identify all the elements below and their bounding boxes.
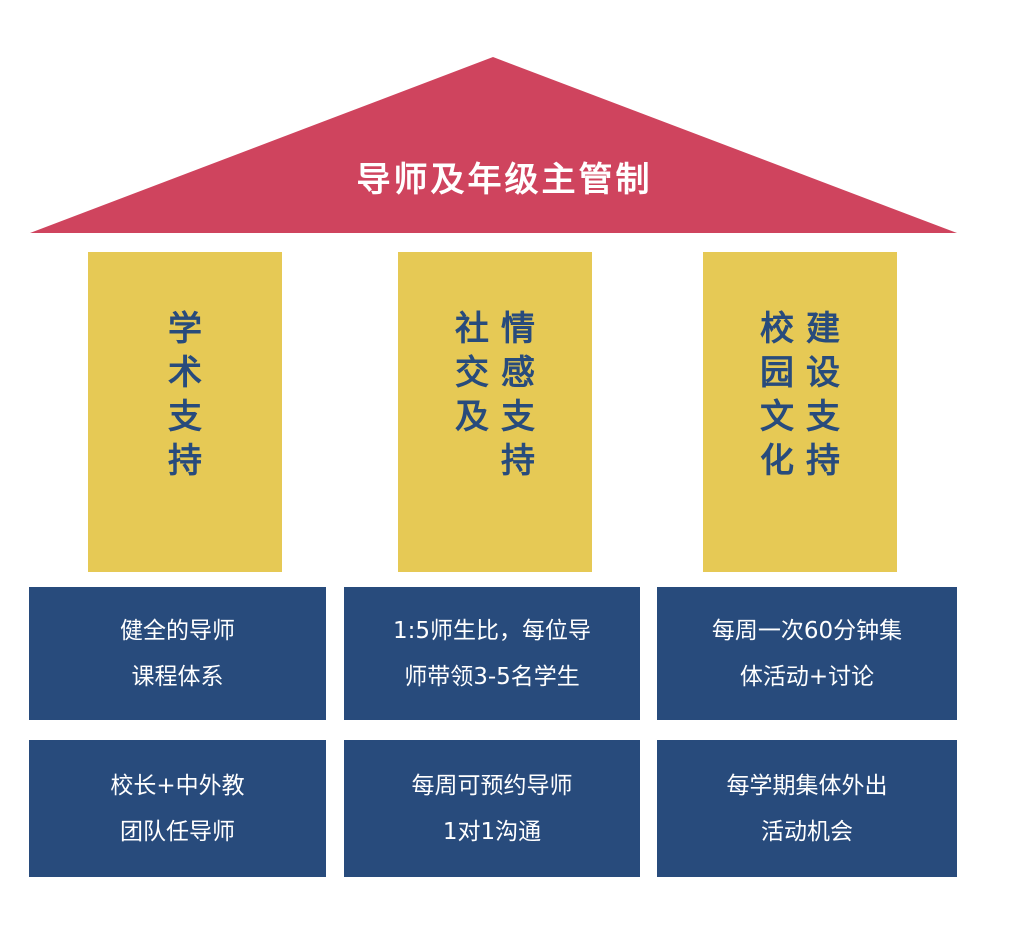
box-line: 1:5师生比，每位导 [392, 617, 591, 644]
pillar-char: 文 [760, 397, 794, 437]
box-line: 校长+中外教 [110, 772, 245, 799]
pillar-column: 建 设 支 持 [806, 307, 840, 483]
pillar-char: 设 [806, 353, 840, 393]
pillar-char: 持 [501, 441, 535, 481]
box-line: 每周可预约导师 [411, 772, 573, 799]
pillar-char: 园 [760, 353, 794, 393]
pillar-social-emotional-support: 社 交 及 情 感 支 持 [398, 252, 592, 572]
roof-title: 导师及年级主管制 [356, 160, 653, 200]
pillar-char: 感 [501, 353, 535, 393]
pillar-label: 校 园 文 化 建 设 支 持 [760, 307, 840, 483]
pillar-academic-support: 学 术 支 持 [88, 252, 282, 572]
box-line: 每周一次60分钟集 [711, 617, 903, 644]
box-line: 每学期集体外出 [726, 772, 888, 799]
box-line: 师带领3-5名学生 [404, 663, 580, 690]
roof [30, 57, 957, 233]
pillar-char: 术 [168, 353, 202, 393]
pillar-label: 社 交 及 情 感 支 持 [455, 307, 535, 483]
pillar-column: 情 感 支 持 [501, 307, 535, 483]
pillar-column: 学 术 支 持 [168, 307, 202, 483]
pillar-char: 社 [455, 309, 489, 349]
foundation-box-outings: 每学期集体外出 活动机会 [657, 740, 957, 877]
pillar-char: 校 [760, 309, 794, 349]
pillar-char: 持 [168, 441, 202, 481]
pillar-char: 建 [806, 309, 840, 349]
foundation-box-weekly-activity: 每周一次60分钟集 体活动+讨论 [657, 587, 957, 720]
pillar-char: 支 [501, 397, 535, 437]
box-line: 1对1沟通 [442, 818, 542, 845]
foundation-box-tutor-curriculum: 健全的导师 课程体系 [29, 587, 326, 720]
box-line: 团队任导师 [120, 818, 235, 845]
box-line: 健全的导师 [120, 617, 235, 644]
pillar-char: 情 [501, 309, 535, 349]
pillar-char: 及 [455, 397, 489, 437]
box-line: 课程体系 [131, 663, 224, 690]
pillar-char: 支 [168, 397, 202, 437]
foundation-box-principal-team: 校长+中外教 团队任导师 [29, 740, 326, 877]
pillar-char: 学 [168, 309, 202, 349]
box-line: 体活动+讨论 [739, 663, 875, 690]
pillar-char: 支 [806, 397, 840, 437]
pillar-label: 学 术 支 持 [168, 307, 202, 483]
pillar-char: 交 [455, 353, 489, 393]
pillar-char: 持 [806, 441, 840, 481]
pillar-column: 校 园 文 化 [760, 307, 794, 483]
pillar-column: 社 交 及 [455, 307, 489, 439]
foundation-box-appointment: 每周可预约导师 1对1沟通 [344, 740, 640, 877]
pillar-campus-culture-support: 校 园 文 化 建 设 支 持 [703, 252, 897, 572]
box-line: 活动机会 [761, 818, 853, 845]
roof-triangle [30, 57, 957, 233]
foundation-box-ratio: 1:5师生比，每位导 师带领3-5名学生 [344, 587, 640, 720]
pillar-char: 化 [760, 441, 794, 481]
